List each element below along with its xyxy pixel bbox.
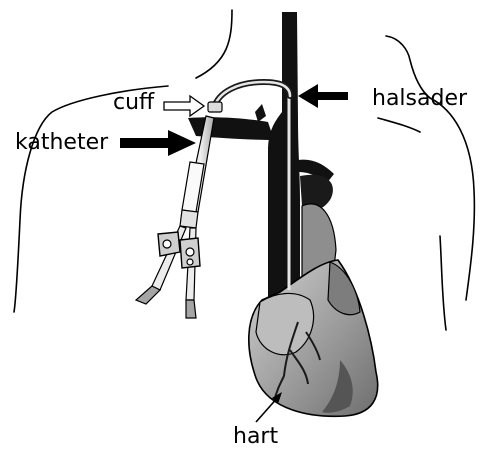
catheter-bifurcation	[180, 210, 198, 228]
hart-label: hart	[233, 426, 278, 448]
catheter-cuff	[208, 102, 222, 112]
subclavian-vein	[188, 117, 274, 140]
clamp-left	[158, 232, 180, 256]
clavicle-right	[378, 118, 420, 132]
right-shoulder-outline	[430, 98, 474, 300]
vessel-branch-top	[255, 104, 266, 122]
filled-arrow-icon	[120, 130, 196, 156]
hub-left	[136, 286, 160, 304]
cuff-label: cuff	[113, 92, 154, 114]
open-arrow-icon	[164, 96, 204, 116]
neck-left-outline	[196, 10, 232, 78]
clamp-right	[180, 238, 200, 268]
catheter-sleeve	[182, 162, 204, 212]
chest-right-outline	[440, 236, 446, 330]
hub-right	[186, 300, 196, 318]
halsader-label: halsader	[372, 88, 467, 110]
katheter-label: katheter	[15, 132, 108, 154]
body-outline	[14, 10, 474, 330]
left-shoulder-outline	[14, 86, 168, 312]
catheter-tunnel	[214, 82, 290, 108]
jugular-vein	[268, 12, 300, 300]
great-vessels	[188, 12, 336, 300]
filled-arrow-icon	[298, 84, 348, 108]
catheter-assembly	[136, 82, 290, 318]
